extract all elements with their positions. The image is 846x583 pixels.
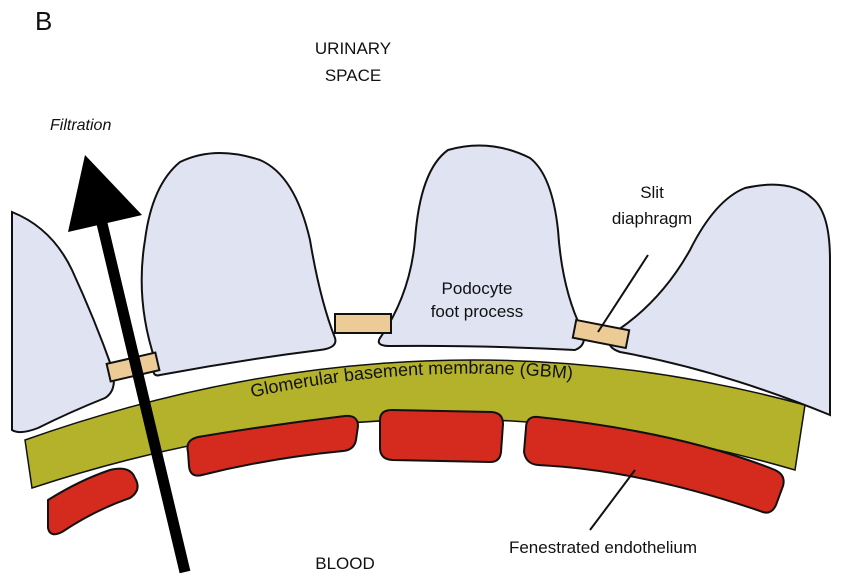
endothelium-segment-3 — [380, 410, 503, 462]
filtration-label: Filtration — [50, 117, 111, 134]
podocyte-label-line1: Podocyte — [442, 279, 513, 298]
podocyte-foot-process-2 — [142, 153, 336, 375]
endothelium-label: Fenestrated endothelium — [509, 538, 697, 557]
endothelium-leader-line — [590, 470, 635, 530]
slit-diaphragm-label-line1: Slit — [640, 183, 664, 202]
blood-label: BLOOD — [315, 554, 375, 573]
podocyte-foot-process-1 — [12, 212, 114, 432]
filtration-arrow-head — [68, 155, 142, 232]
podocyte-label-line2: foot process — [431, 302, 524, 321]
slit-diaphragm-2 — [335, 314, 391, 333]
urinary-space-label-line2: SPACE — [325, 66, 381, 85]
slit-diaphragm-label-line2: diaphragm — [612, 209, 692, 228]
urinary-space-label-line1: URINARY — [315, 39, 391, 58]
panel-letter: B — [35, 6, 52, 36]
